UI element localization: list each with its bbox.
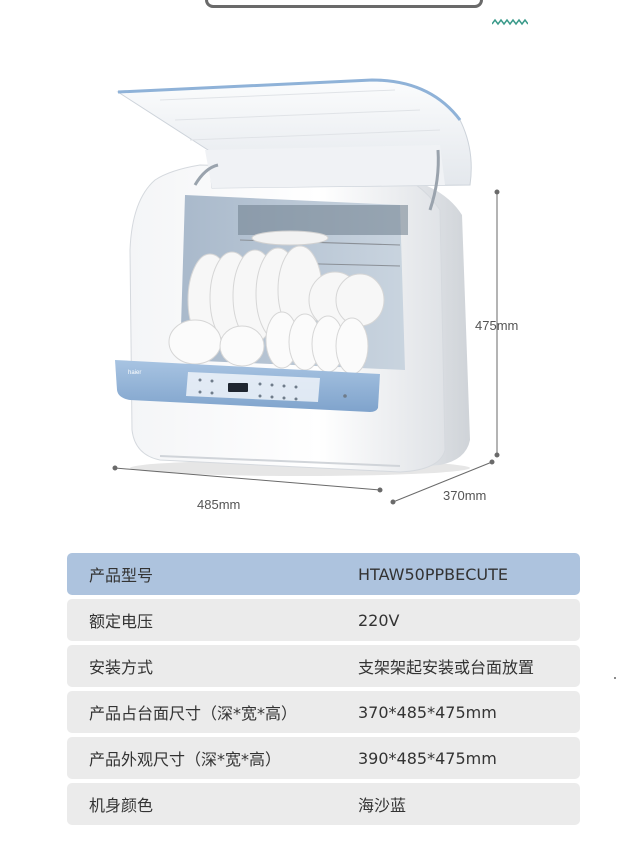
stray-dot <box>614 677 616 679</box>
spec-key: 产品占台面尺寸（深*宽*高） <box>89 704 298 723</box>
spec-value: 支架架起安装或台面放置 <box>358 658 535 677</box>
spec-value: HTAW50PPBECUTE <box>358 564 508 584</box>
spec-row-model: 产品型号 HTAW50PPBECUTE <box>67 553 580 595</box>
spec-key: 安装方式 <box>89 658 154 677</box>
depth-dimension-label: 370mm <box>443 488 487 503</box>
spec-table: 产品型号 HTAW50PPBECUTE 额定电压 220V 安装方式 支架架起安… <box>67 553 580 829</box>
spec-row-exterior-size: 产品外观尺寸（深*宽*高） 390*485*475mm <box>67 737 580 779</box>
spec-key: 额定电压 <box>89 612 154 631</box>
spec-key: 产品外观尺寸（深*宽*高） <box>89 750 282 769</box>
spec-row-color: 机身颜色 海沙蓝 <box>67 783 580 825</box>
width-dimension-label: 485mm <box>197 497 241 512</box>
wave-decoration <box>492 18 528 26</box>
spec-value: 220V <box>358 610 400 630</box>
spec-value: 370*485*475mm <box>358 702 497 722</box>
top-frame-decoration <box>205 0 483 8</box>
spec-row-voltage: 额定电压 220V <box>67 599 580 641</box>
spec-key: 产品型号 <box>89 566 154 585</box>
spec-value: 390*485*475mm <box>358 748 497 768</box>
spec-key: 机身颜色 <box>89 796 154 815</box>
spec-value: 海沙蓝 <box>358 796 407 815</box>
height-dimension-label: 475mm <box>475 318 519 333</box>
spec-row-countertop-size: 产品占台面尺寸（深*宽*高） 370*485*475mm <box>67 691 580 733</box>
dishwasher-image: haier <box>112 78 500 505</box>
svg-text:haier: haier <box>128 370 141 376</box>
spec-row-installation: 安装方式 支架架起安装或台面放置 <box>67 645 580 687</box>
